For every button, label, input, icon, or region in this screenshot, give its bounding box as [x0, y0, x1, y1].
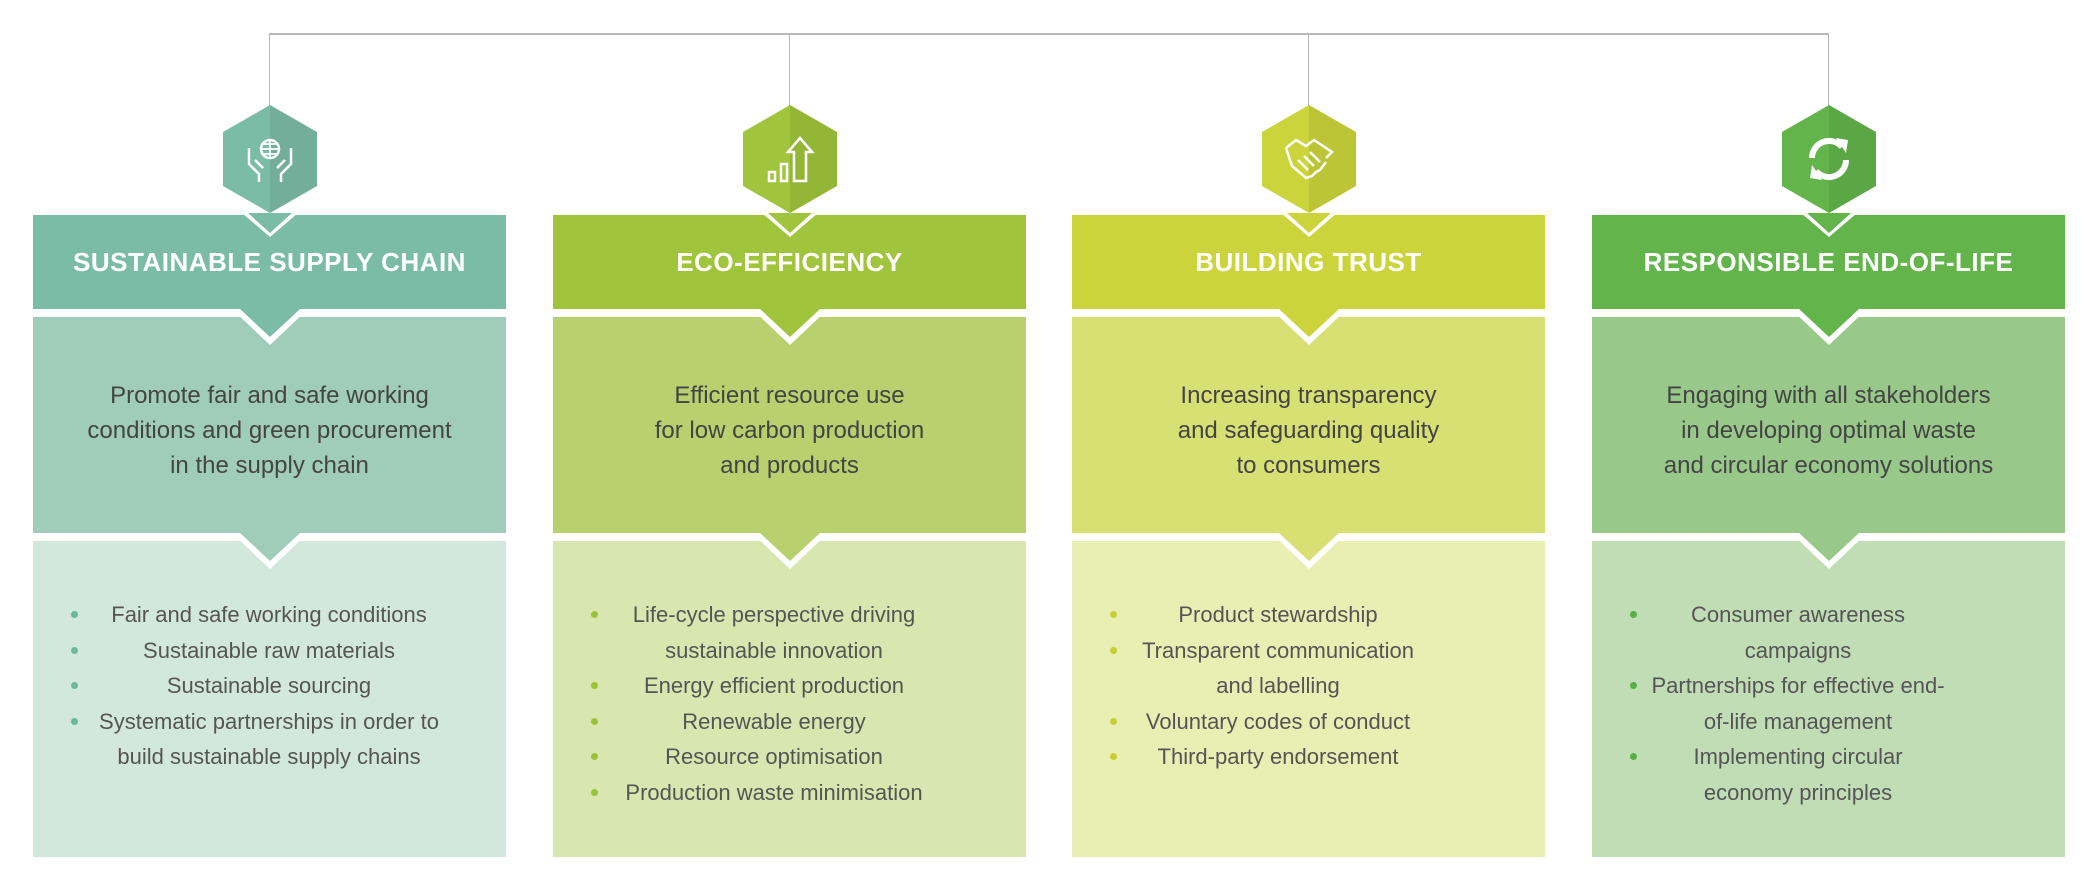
pillar-title: ECO-EFFICIENCY: [553, 215, 1026, 309]
description-line: in the supply chain: [170, 451, 369, 479]
handshake-icon: [1284, 138, 1334, 180]
pillar-title-text: RESPONSIBLE END-OF-LIFE: [1643, 246, 2014, 277]
pillar-description: Increasing transparency and safeguarding …: [1072, 317, 1545, 533]
list-item: Partnerships for effective end-of-life m…: [1630, 668, 1948, 739]
pillar-title: SUSTAINABLE SUPPLY CHAIN: [33, 215, 506, 309]
list-item: Fair and safe working conditions: [71, 597, 449, 633]
pillar-column: SUSTAINABLE SUPPLY CHAIN Promote fair an…: [33, 0, 506, 882]
description-line: Engaging with all stakeholders: [1666, 381, 1991, 409]
pillar-title-text: SUSTAINABLE SUPPLY CHAIN: [73, 246, 466, 277]
list-item: Systematic partnerships in order to buil…: [71, 704, 449, 775]
pillar-actions: Life-cycle perspective driving sustainab…: [553, 541, 1026, 857]
description-line: Efficient resource use: [674, 381, 905, 409]
pillar-icon-badge: [223, 105, 317, 213]
hands-globe-icon: [247, 138, 293, 182]
pillar-icon-badge: [1782, 105, 1876, 213]
pillar-description: Engaging with all stakeholders in develop…: [1592, 317, 2065, 533]
connector-drop: [1828, 33, 1829, 108]
connector-drop: [269, 33, 270, 108]
description-line: Promote fair and safe working: [110, 381, 429, 409]
list-item: Sustainable sourcing: [71, 668, 449, 704]
list-item: Sustainable raw materials: [71, 633, 449, 669]
description-line: for low carbon production: [654, 416, 925, 444]
pillar-icon-badge: [743, 105, 837, 213]
list-item: Resource optimisation: [591, 739, 939, 775]
connector-drop: [789, 33, 790, 108]
list-item: Voluntary codes of conduct: [1110, 704, 1428, 740]
list-item: Consumer awareness campaigns: [1630, 597, 1948, 668]
pillar-column: BUILDING TRUST Increasing transparency an…: [1072, 0, 1545, 882]
list-item: Product stewardship: [1110, 597, 1428, 633]
description-line: Increasing transparency: [1180, 381, 1437, 409]
action-list: Life-cycle perspective driving sustainab…: [553, 541, 939, 810]
pillar-column: ECO-EFFICIENCY Efficient resource use for…: [553, 0, 1026, 882]
list-item: Renewable energy: [591, 704, 939, 740]
connector-line: [269, 33, 1829, 35]
recycle-arrows-icon: [1808, 137, 1850, 181]
growth-chart-icon: [767, 136, 815, 183]
pillar-column: RESPONSIBLE END-OF-LIFE Engaging with al…: [1592, 0, 2065, 882]
description-line: and safeguarding quality: [1177, 416, 1440, 444]
pillar-description: Promote fair and safe working conditions …: [33, 317, 506, 533]
description-line: and products: [720, 451, 859, 479]
pillar-title-text: ECO-EFFICIENCY: [676, 246, 903, 277]
list-item: Transparent communication and labelling: [1110, 633, 1428, 704]
connector-drop: [1308, 33, 1309, 108]
description-line: and circular economy solutions: [1663, 451, 1994, 479]
list-item: Implementing circular economy principles: [1630, 739, 1948, 810]
list-item: Production waste minimisation: [591, 775, 939, 811]
list-item: Energy efficient production: [591, 668, 939, 704]
description-line: to consumers: [1236, 451, 1381, 479]
pillar-title-text: BUILDING TRUST: [1195, 246, 1422, 277]
description-line: in developing optimal waste: [1681, 416, 1976, 444]
list-item: Third-party endorsement: [1110, 739, 1428, 775]
pillar-icon-badge: [1262, 105, 1356, 213]
list-item: Life-cycle perspective driving sustainab…: [591, 597, 939, 668]
description-line: conditions and green procurement: [87, 416, 452, 444]
pillar-description: Efficient resource use for low carbon pro…: [553, 317, 1026, 533]
